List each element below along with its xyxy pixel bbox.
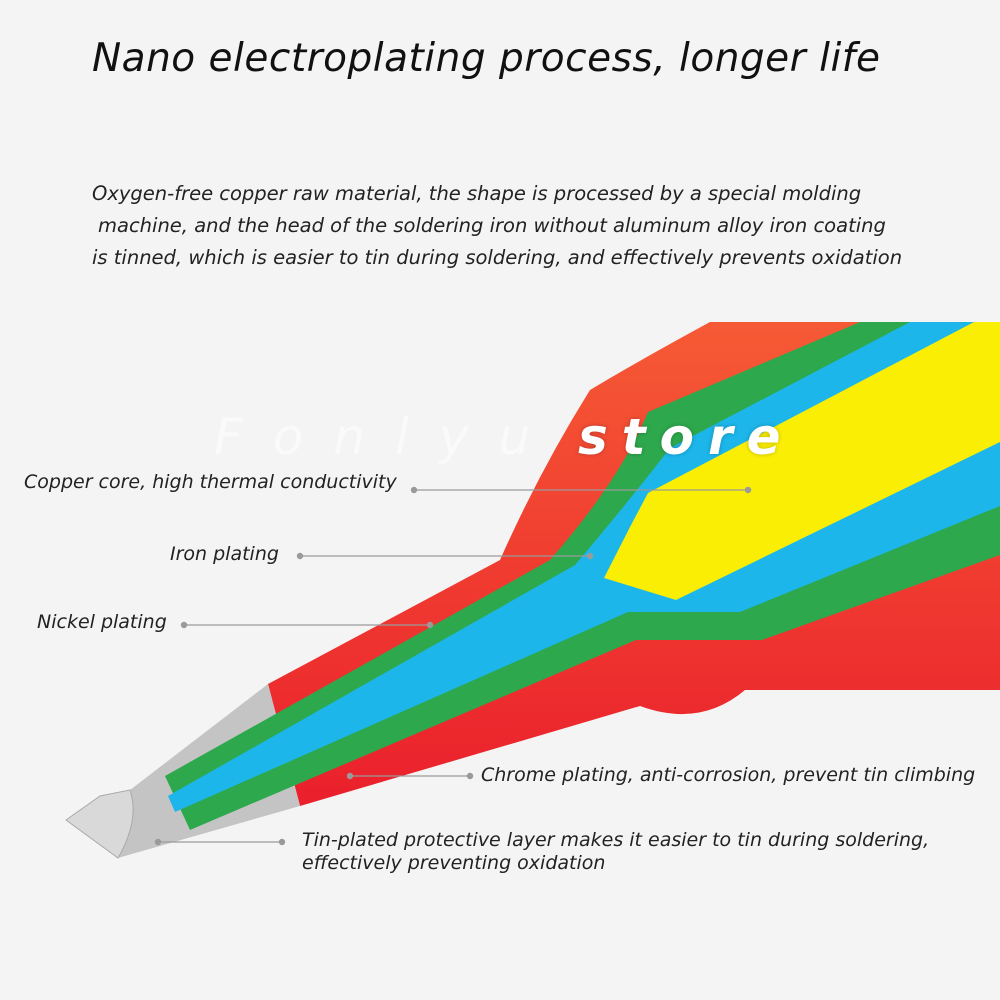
label-nickel-plating: Nickel plating: [37, 611, 167, 633]
label-chrome-plating: Chrome plating, anti-corrosion, prevent …: [481, 764, 976, 786]
watermark-store: store: [578, 408, 795, 466]
description-line-2: machine, and the head of the soldering i…: [98, 214, 886, 237]
watermark-brand: Fonlyu: [214, 408, 561, 466]
nickel-leader-dot-end: [426, 621, 434, 629]
chrome-leader-dot-start: [346, 772, 354, 780]
label-tin-layer-line-1: Tin-plated protective layer makes it eas…: [302, 829, 930, 851]
iron-leader-dot-end: [586, 552, 594, 560]
description-line-1: Oxygen-free copper raw material, the sha…: [92, 182, 862, 205]
copper-leader-dot-end: [744, 486, 752, 494]
tin-layer-face: [65, 789, 134, 859]
chrome-leader-dot-end: [466, 772, 474, 780]
page-title: Nano electroplating process, longer life: [92, 36, 881, 81]
label-tin-layer-line-2: effectively preventing oxidation: [302, 852, 606, 874]
description: Oxygen-free copper raw material, the sha…: [92, 178, 912, 274]
nickel-leader-dot-start: [180, 621, 188, 629]
iron-leader-dot-start: [296, 552, 304, 560]
label-iron-plating: Iron plating: [170, 543, 279, 565]
tin-leader-dot-end: [278, 838, 286, 846]
tin-leader-dot-start: [154, 838, 162, 846]
copper-layer: [604, 322, 1000, 600]
leader-lines: [154, 486, 752, 846]
copper-leader-dot-start: [410, 486, 418, 494]
label-copper-core: Copper core, high thermal conductivity: [24, 471, 397, 493]
description-line-3: is tinned, which is easier to tin during…: [92, 246, 903, 269]
